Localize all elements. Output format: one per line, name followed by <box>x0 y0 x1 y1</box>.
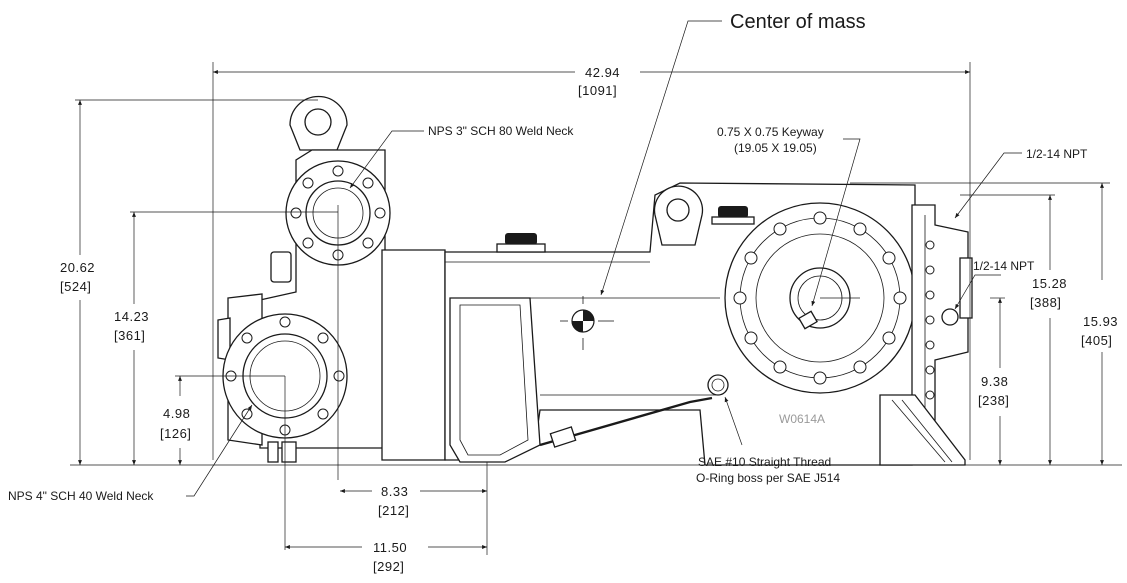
manifold-plug <box>270 251 292 283</box>
callout-keyway: 0.75 X 0.75 Keyway <box>717 125 824 139</box>
dim-overall-height-mm: [524] <box>60 279 91 294</box>
pump-body <box>70 95 1122 550</box>
callout-sae-2: O-Ring boss per SAE J514 <box>696 471 840 485</box>
sae-port <box>707 374 729 396</box>
callout-npt-top: 1/2-14 NPT <box>1026 147 1088 161</box>
npt-port-side <box>941 308 959 326</box>
callout-nps3: NPS 3" SCH 80 Weld Neck <box>428 124 574 138</box>
lifting-eye-frame <box>653 185 704 246</box>
callout-npt-side: 1/2-14 NPT <box>973 259 1035 273</box>
dim-nps4-height: 4.98 <box>163 406 190 421</box>
dim-nps3-height-mm: [361] <box>114 328 145 343</box>
frame-foot <box>879 394 966 466</box>
fluid-end-housing <box>381 249 446 461</box>
dimension-lines <box>75 62 1110 555</box>
dim-nps3-height: 14.23 <box>114 309 149 324</box>
dim-frame-height-mm: [405] <box>1081 333 1112 348</box>
callout-center-of-mass: Center of mass <box>730 11 866 33</box>
dim-overall-height: 20.62 <box>60 260 95 275</box>
dim-npt-height: 15.28 <box>1032 276 1067 291</box>
callout-nps4: NPS 4" SCH 40 Weld Neck <box>8 489 154 503</box>
dim-overall-length: 42.94 <box>585 65 620 80</box>
leader-lines <box>186 20 1022 497</box>
dim-nps4-offset: 11.50 <box>373 540 407 555</box>
shaft-key <box>798 310 818 330</box>
dim-nps4-height-mm: [126] <box>160 426 191 441</box>
crosshead-guard <box>449 297 541 463</box>
callout-sae: SAE #10 Straight Thread <box>698 455 831 469</box>
dim-npt-height-mm: [388] <box>1030 295 1061 310</box>
dim-shaft-height: 9.38 <box>981 374 1008 389</box>
dim-center-offset-mm: [212] <box>378 503 409 518</box>
dim-center-offset: 8.33 <box>381 484 408 499</box>
dim-nps4-offset-mm: [292] <box>373 559 404 574</box>
breather-cap-1 <box>505 233 537 245</box>
dim-frame-height: 15.93 <box>1083 314 1118 329</box>
drawing-number: W0614A <box>779 412 825 426</box>
lifting-eye-manifold <box>289 95 348 151</box>
breather-cap-2 <box>718 206 748 218</box>
center-of-mass-symbol <box>560 296 614 350</box>
dim-overall-length-mm: [1091] <box>578 83 617 98</box>
callout-keyway-metric: (19.05 X 19.05) <box>734 141 817 155</box>
dim-shaft-height-mm: [238] <box>978 393 1009 408</box>
